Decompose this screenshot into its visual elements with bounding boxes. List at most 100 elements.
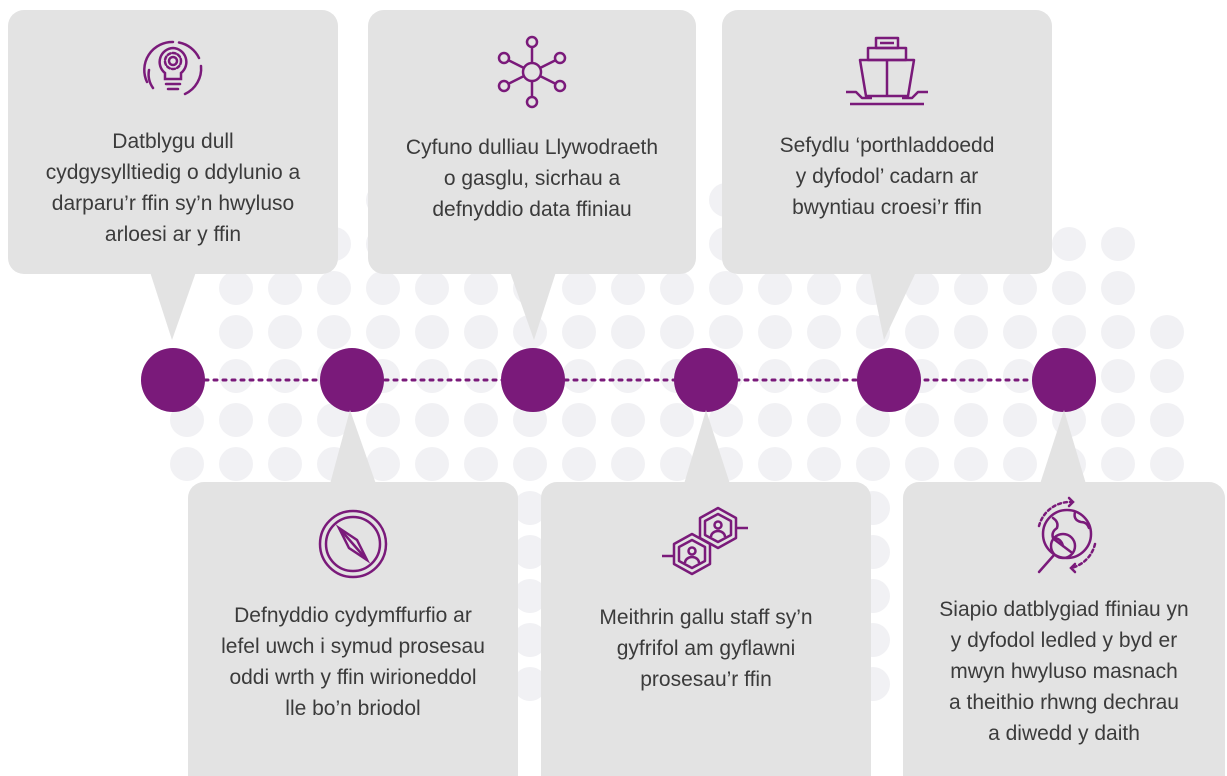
background-dot: [366, 315, 400, 349]
background-dot: [1150, 315, 1184, 349]
background-dot: [709, 403, 743, 437]
background-dot: [856, 403, 890, 437]
background-dot: [709, 315, 743, 349]
ship-icon: [846, 36, 928, 106]
background-dot: [611, 359, 645, 393]
background-dot: [1052, 271, 1086, 305]
step-text: Datblygu dull cydgysylltiedig o ddylunio…: [45, 130, 301, 246]
background-dot: [366, 403, 400, 437]
globe-search-icon: [1037, 496, 1097, 574]
background-dot: [562, 359, 596, 393]
card-pointer: [330, 410, 376, 484]
network-hub-icon: [497, 35, 567, 109]
card-pointer: [150, 272, 196, 340]
background-dot: [758, 315, 792, 349]
timeline-node-1: [141, 348, 205, 412]
background-dot: [905, 271, 939, 305]
background-dot: [856, 447, 890, 481]
step-text: Meithrin gallu staff sy’n gyfrifol am gy…: [599, 606, 813, 691]
timeline-node-4: [674, 348, 738, 412]
background-dot: [905, 315, 939, 349]
timeline-node-5: [857, 348, 921, 412]
background-dot: [807, 315, 841, 349]
background-dot: [464, 447, 498, 481]
background-dot: [219, 447, 253, 481]
background-dot: [1052, 315, 1086, 349]
background-dot: [219, 403, 253, 437]
background-dot: [611, 315, 645, 349]
background-dot: [1003, 447, 1037, 481]
background-dot: [954, 315, 988, 349]
background-dot: [464, 315, 498, 349]
background-dot: [366, 271, 400, 305]
background-dot: [268, 447, 302, 481]
background-dot: [807, 271, 841, 305]
background-dot: [758, 447, 792, 481]
background-dot: [562, 403, 596, 437]
background-dot: [317, 403, 351, 437]
background-dot: [905, 403, 939, 437]
background-dot: [268, 271, 302, 305]
background-dot: [1101, 359, 1135, 393]
background-dot: [268, 403, 302, 437]
step-card-bottom-3: Siapio datblygiad ffiniau yn y dyfodol l…: [903, 482, 1225, 776]
background-dot: [366, 447, 400, 481]
timeline-node-2: [320, 348, 384, 412]
background-dot: [758, 359, 792, 393]
background-dot: [219, 271, 253, 305]
background-dot: [513, 447, 547, 481]
step-card-top-3: Sefydlu ‘porthladdoedd y dyfodol’ cadarn…: [722, 10, 1052, 274]
card-pointer: [870, 272, 916, 340]
background-dot: [1052, 227, 1086, 261]
step-text: Defnyddio cydymffurfio ar lefel uwch i s…: [221, 604, 485, 720]
background-dot: [807, 403, 841, 437]
background-dot: [1003, 271, 1037, 305]
card-pointer: [1040, 410, 1086, 484]
background-dot: [1101, 271, 1135, 305]
background-dot: [660, 403, 694, 437]
background-dot: [1003, 403, 1037, 437]
background-dot: [660, 315, 694, 349]
background-dot: [562, 315, 596, 349]
background-dot: [464, 359, 498, 393]
card-pointer: [510, 272, 556, 340]
step-text: Cyfuno dulliau Llywodraeth o gasglu, sic…: [405, 136, 659, 221]
background-dot: [1150, 447, 1184, 481]
background-dot: [317, 315, 351, 349]
step-text: Sefydlu ‘porthladdoedd y dyfodol’ cadarn…: [779, 134, 995, 219]
timeline-node-3: [501, 348, 565, 412]
background-dot: [464, 403, 498, 437]
background-dot: [954, 359, 988, 393]
background-dot: [709, 271, 743, 305]
card-pointer: [684, 410, 730, 484]
background-dot: [513, 667, 547, 701]
background-dot: [611, 447, 645, 481]
background-dot: [170, 447, 204, 481]
timeline-node-6: [1032, 348, 1096, 412]
background-dot: [1101, 403, 1135, 437]
background-dot: [513, 535, 547, 569]
background-dot: [268, 359, 302, 393]
background-dot: [954, 447, 988, 481]
background-dot: [660, 447, 694, 481]
background-dot: [807, 447, 841, 481]
background-dot: [415, 447, 449, 481]
background-dot: [1150, 359, 1184, 393]
background-dot: [219, 359, 253, 393]
lightbulb-gear-icon: [143, 40, 203, 96]
background-dot: [219, 315, 253, 349]
background-dot: [317, 271, 351, 305]
background-dot: [954, 271, 988, 305]
background-dot: [513, 491, 547, 525]
background-dot: [758, 403, 792, 437]
background-dot: [415, 271, 449, 305]
step-card-top-2: Cyfuno dulliau Llywodraeth o gasglu, sic…: [368, 10, 696, 274]
background-dot: [1150, 403, 1184, 437]
compass-icon: [318, 509, 388, 579]
background-dot: [415, 403, 449, 437]
step-card-bottom-1: Defnyddio cydymffurfio ar lefel uwch i s…: [188, 482, 518, 776]
background-dot: [464, 271, 498, 305]
background-dot: [562, 271, 596, 305]
background-dot: [1003, 359, 1037, 393]
background-dot: [513, 579, 547, 613]
